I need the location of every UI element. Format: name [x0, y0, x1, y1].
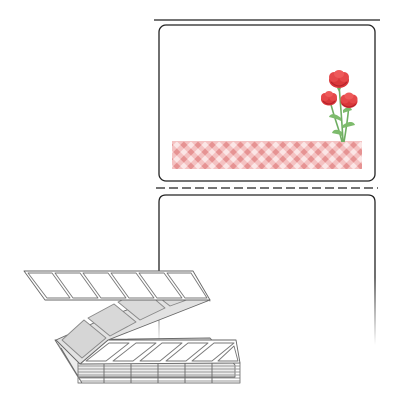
fanfold-stack-icon	[23, 270, 241, 384]
fanfold-base-top	[79, 339, 241, 365]
fanfold-top-sheet	[23, 270, 211, 301]
bloom-left	[321, 91, 337, 106]
bloom-right	[340, 92, 358, 108]
label-second	[158, 194, 376, 345]
label-sheet-icon	[153, 19, 381, 345]
gingham-band	[172, 141, 362, 169]
carnation-icon	[321, 70, 358, 143]
bloom-top	[329, 70, 349, 92]
